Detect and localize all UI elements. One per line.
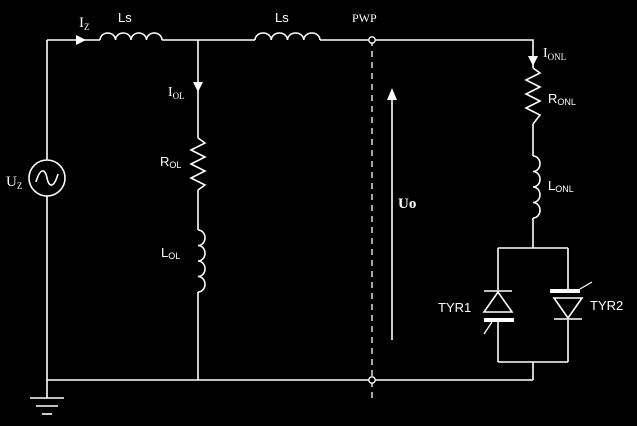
ls-1-label: Ls <box>118 10 132 25</box>
source-label: UZ <box>6 174 22 191</box>
top-wire-right <box>320 39 534 60</box>
thyristor-tyr2-icon <box>550 281 593 320</box>
wires <box>46 39 569 398</box>
ls-2-label: Ls <box>275 10 289 25</box>
inductor-lonl-icon <box>532 155 541 219</box>
inductor-lol-icon <box>197 229 206 293</box>
ionl-arrow-icon <box>528 56 538 66</box>
source-current-label: IZ <box>79 15 90 32</box>
tyr2-label: TYR2 <box>590 298 623 313</box>
ground-icon <box>30 397 64 415</box>
iol-arrow-icon <box>193 82 203 92</box>
pwp-label: PWP <box>352 11 377 25</box>
inductor-ls-1-icon <box>99 32 163 41</box>
pwp-node-top <box>368 36 376 44</box>
resistor-ronl-icon <box>524 67 542 125</box>
onl-current-label: IONL <box>543 46 566 62</box>
pwp-node-bottom <box>368 376 376 384</box>
inductor-ls-2-icon <box>254 32 321 41</box>
uo-label: Uo <box>398 196 416 212</box>
l-ol-label: LOL <box>161 245 180 261</box>
ol-current-label: IOL <box>168 85 185 101</box>
resistor-rol-icon <box>189 137 207 191</box>
ac-source-icon <box>28 159 66 197</box>
tyr1-label: TYR1 <box>438 300 471 315</box>
uo-arrow-icon <box>387 88 397 340</box>
thyristor-tyr1-icon <box>482 290 514 335</box>
l-onl-label: LONL <box>548 178 574 194</box>
r-ol-label: ROL <box>160 154 181 170</box>
r-onl-label: RONL <box>548 91 576 107</box>
iz-arrow-icon <box>76 35 86 45</box>
